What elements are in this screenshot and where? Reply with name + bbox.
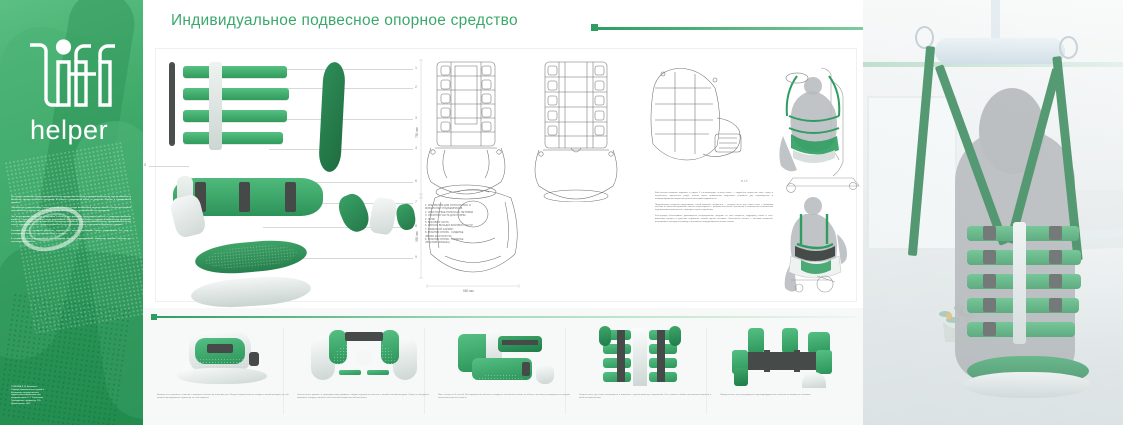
title-square-marker [591, 24, 598, 31]
legend-item-2: 2. ЭЛАСТИЧНЫЕ ПОЛОСЫ С ПЕТЛЯМИ [425, 210, 474, 214]
legend-item-7: 7. НАВЕСНОЙ КАРМАН [425, 227, 454, 231]
left-copy-p4: Ключевой задачей становится удержание па… [11, 229, 131, 235]
dim-height-label: 750 мм [415, 127, 419, 138]
technical-drawing-side [521, 56, 522, 57]
technical-drawing-iso [629, 60, 757, 180]
strip-cell-1: Боковая часть крепится к спинной с помощ… [155, 324, 293, 420]
legend-item-6: 6. МЯГКАЯ ВКЛАДКА БОКОВОЙ ЧАСТИ [425, 224, 473, 228]
page-title: Индивидуальное подвесное опорное средств… [171, 12, 518, 29]
credit-line-2: Кафедра промышленного дизайна [11, 388, 45, 391]
credit-line-7: Дизайн-проект, 2019 [11, 402, 31, 405]
credit-line-5: академия имени С. Г. Строганова [11, 397, 43, 400]
photo-hook-right [1059, 36, 1078, 59]
legend-item-3: 3. ОПОРНАЯ ЧАСТЬ ДЛЯ СПИНЫ [425, 214, 466, 218]
part-seat-ribs [193, 237, 309, 277]
part-side-piece-a [334, 190, 374, 236]
legend-item-8b: (РЕБРА ЖЁСТКОСТИ) [425, 234, 452, 238]
credits-block: ГРИШИНА Д. А. Дипломант Кафедра промышле… [11, 386, 106, 406]
dim-depth-label: 350 мм [415, 231, 419, 242]
strip-photo-1 [155, 324, 293, 390]
desc-p3: Конструкция обеспечивает равномерное рас… [655, 215, 773, 223]
desc-p1: Кейс-анализ позволил выделить в сфере 3 … [655, 192, 773, 200]
description-block: Кейс-анализ позволил выделить в сфере 3 … [655, 192, 773, 227]
legend-item-9b: (НИЖНЯЯ КРЫШКА) [425, 241, 450, 245]
legend-item-5: 5. БОКОВАЯ ЧАСТЬ [425, 221, 449, 225]
photo-shade-overlay [863, 0, 1123, 425]
photo-lift-post [991, 0, 1000, 44]
credit-line-6: Руководитель: профессор Т. Ю. [11, 399, 42, 402]
credit-line-3: Московская государственная [11, 391, 39, 394]
strip-photo-2 [295, 324, 433, 390]
technical-drawing-top: 350 мм 550 мм [411, 182, 529, 294]
strip-photo-3 [436, 324, 574, 390]
legend-item-9: 9. НИЖНЯЯ ОПОРА - СИДЕНЬЕ [425, 238, 464, 242]
title-rule [595, 27, 1123, 30]
callout-6: 6 [415, 179, 417, 183]
strip-caption-5: Передняя часть пояса регулируется под ин… [720, 394, 811, 396]
strip-caption-3: Пояс состоит из 3х частей. На передней ж… [438, 394, 570, 399]
illustration-mobile-lift [771, 58, 863, 198]
legend-item-8: 8. НИЖНЯЯ ОПОРА - СИДЕНЬЕ [425, 231, 464, 235]
left-copy-p2: Перемещение пациента между горизонтальны… [11, 207, 131, 212]
exploded-view: 1 2 3 4 5 6 7 8 9 [143, 46, 423, 311]
bottom-photo-strip: Боковая часть крепится к спинной с помощ… [143, 308, 863, 425]
hero-photo [863, 0, 1123, 425]
callout-5: 5 [144, 163, 146, 167]
part-spine-plate [318, 61, 346, 173]
main-canvas: 1 2 3 4 5 6 7 8 9 [143, 46, 863, 311]
strip-square-marker [151, 314, 157, 320]
logo: helper [14, 18, 134, 148]
photo-sling [967, 222, 1085, 358]
strip-cell-4: Опорная часть для спины используется в к… [577, 324, 715, 420]
credit-line-4: художественно-промышленная [11, 394, 41, 397]
legend-item-1b: МОБИЛЬНЫХ ПОДЪЁМНИКОВ [425, 207, 463, 211]
parts-legend: 1. КРЕПЛЕНИЯ ДЛЯ ПОТОЛОЧНЫХ И МОБИЛЬНЫХ … [425, 204, 521, 245]
technical-drawing-front: 750 мм [411, 52, 521, 202]
left-brand-panel: helper Для людей с тяжелыми нарушениями … [0, 0, 143, 425]
illustration-wheelchair-transfer [771, 194, 867, 298]
strip-cell-2: Спинная часть крепится к ортопедическому… [295, 324, 433, 420]
photo-spreader-bar [935, 38, 1065, 64]
logo-subtitle: helper [30, 115, 108, 145]
callout-2: 2 [415, 85, 417, 89]
callout-7: 7 [415, 200, 417, 204]
part-back-support [169, 60, 293, 160]
dim-width-label: 550 мм [463, 289, 474, 293]
photo-ceiling-rail [863, 62, 1123, 67]
strip-caption-4: Опорная часть для спины используется в к… [579, 394, 711, 399]
callout-8: 8 [415, 224, 417, 228]
strip-caption-2: Спинная часть крепится к ортопедическому… [297, 394, 429, 399]
callout-3: 3 [415, 116, 417, 120]
strip-cell-5: Передняя часть пояса регулируется под ин… [718, 324, 856, 420]
technical-drawing-back [521, 52, 631, 202]
desc-p2: Предлагаемое средство представляет собой… [655, 203, 773, 212]
strip-cell-3: Пояс состоит из 3х частей. На передней ж… [436, 324, 574, 420]
left-copy-p1: Для людей с тяжелыми нарушениями двигате… [11, 196, 131, 204]
strip-photo-4 [577, 324, 715, 390]
left-copy-p5: В результате проектной разработки был пр… [11, 238, 131, 243]
strip-caption-1: Боковая часть крепится к спинной с помощ… [157, 394, 289, 399]
legend-item-1: 1. КРЕПЛЕНИЯ ДЛЯ ПОТОЛОЧНЫХ И [425, 204, 471, 207]
part-side-piece-b [368, 196, 398, 236]
photo-seat-cover [963, 372, 1091, 398]
callout-1: 1 [415, 66, 417, 70]
left-panel-copy: Для людей с тяжелыми нарушениями двигате… [11, 196, 131, 247]
callout-9: 9 [415, 255, 417, 259]
callout-4: 4 [415, 146, 417, 150]
credit-line-1: ГРИШИНА Д. А. Дипломант [11, 386, 38, 388]
canvas-frame [155, 48, 857, 302]
photo-hook-left [915, 26, 934, 49]
scale-note: М 1:5 [741, 180, 748, 183]
strip-rule [155, 316, 855, 318]
strip-photo-5 [718, 324, 856, 390]
left-copy-p3: При использовании подъемных механизмов с… [11, 215, 131, 226]
